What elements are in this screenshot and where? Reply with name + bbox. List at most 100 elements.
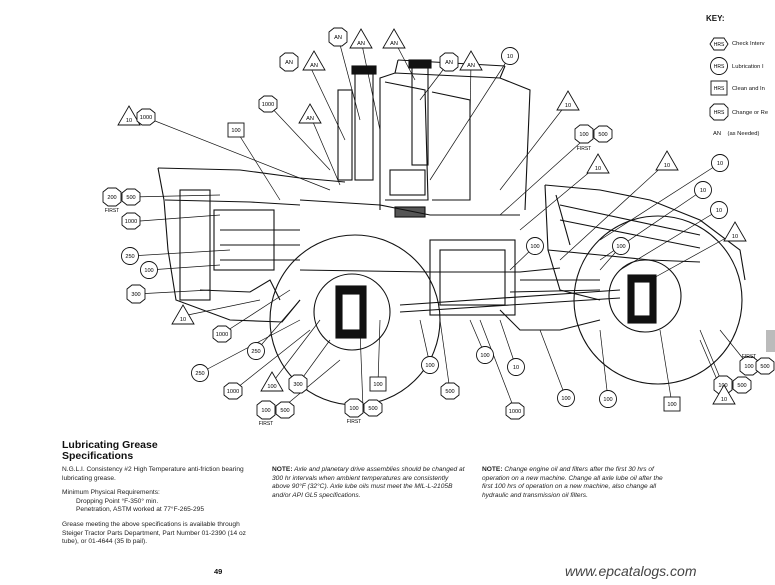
penetration: Penetration, ASTM worked at 77°F-265-295 [76, 506, 204, 514]
callout-an-tri-3: AN [382, 28, 406, 49]
svg-text:100: 100 [579, 132, 588, 138]
callout-100-circ-d: 100 [557, 389, 575, 407]
svg-text:10: 10 [721, 397, 727, 403]
callout-10-tri-b: 10 [117, 105, 141, 126]
page-number: 49 [214, 567, 223, 576]
callout-an-tri-1: AN [349, 28, 373, 49]
svg-text:1000: 1000 [262, 102, 274, 108]
svg-text:100: 100 [616, 244, 625, 250]
callout-10-circ-a: 10 [711, 154, 729, 172]
callout-1000-e: 1000 [223, 382, 243, 400]
callout-an-3: AN [439, 52, 459, 72]
first-label-d: FIRST [347, 419, 361, 425]
key-symbols: HRS HRS HRS HRS [709, 37, 729, 121]
callout-100-circ-e: 100 [599, 390, 617, 408]
callout-10-tri: 10 [556, 90, 580, 111]
svg-text:100: 100 [349, 406, 358, 412]
svg-text:10: 10 [664, 163, 670, 169]
svg-text:100: 100 [530, 244, 539, 250]
axle-note: NOTE: Axle and planetary drive assemblie… [272, 466, 468, 500]
callout-100-first-b: 100 [256, 400, 276, 420]
svg-text:1000: 1000 [227, 389, 239, 395]
svg-text:AN: AN [285, 60, 293, 66]
rear-wheel-rim [313, 273, 391, 351]
grease-spec-column: N.G.L.I. Consistency #2 High Temperature… [62, 466, 252, 553]
section-heading: Lubricating Grease Specifications [62, 440, 158, 462]
callout-250-c: 250 [191, 364, 209, 382]
availability-paragraph: Grease meeting the above specifications … [62, 520, 246, 546]
callout-1000-a: 1000 [258, 95, 278, 113]
heading-line-2: Specifications [62, 450, 134, 462]
callout-an-2: AN [279, 52, 299, 72]
callout-10-tri-d: 10 [655, 150, 679, 171]
svg-text:10: 10 [717, 161, 723, 167]
first-label-b: FIRST [105, 208, 119, 214]
key-change-octagon [709, 103, 729, 121]
callout-500-first-c: 500 [275, 401, 295, 419]
tractor-drawing [129, 36, 750, 412]
svg-text:250: 250 [251, 349, 260, 355]
callout-an-tri-2: AN [302, 50, 326, 71]
page-edge-tab [766, 330, 775, 352]
key-title: KEY: [706, 14, 725, 23]
svg-text:100: 100 [561, 396, 570, 402]
key-lube-circle [710, 57, 728, 75]
callout-100-circ-b: 100 [421, 356, 439, 374]
svg-text:AN: AN [445, 60, 453, 66]
callout-an-tri-4: AN [459, 50, 483, 71]
svg-text:10: 10 [565, 103, 571, 109]
svg-text:100: 100 [667, 402, 676, 408]
axle-note-label: NOTE: [272, 466, 293, 473]
svg-text:10: 10 [126, 118, 132, 124]
front-hood [544, 184, 601, 301]
svg-text:10: 10 [700, 188, 706, 194]
svg-text:100: 100 [231, 128, 240, 134]
engine-oil-note: NOTE: Change engine oil and filters afte… [482, 466, 672, 500]
svg-text:300: 300 [293, 382, 302, 388]
key-label-clean: Clean and In [732, 86, 765, 92]
front-wheel-tire [573, 215, 743, 385]
callout-500-e: 500 [440, 382, 460, 400]
svg-text:500: 500 [280, 408, 289, 414]
callout-10-tri-e: 10 [723, 221, 747, 242]
svg-text:500: 500 [368, 406, 377, 412]
callout-300-a: 300 [126, 284, 146, 304]
callout-500-f: 500 [755, 357, 775, 375]
svg-text:300: 300 [131, 292, 140, 298]
key-check-hex [709, 37, 729, 51]
callout-200-first: 200 [102, 187, 122, 207]
callout-10-tri-c: 10 [586, 153, 610, 174]
callout-300-b: 300 [288, 374, 308, 394]
svg-text:10: 10 [716, 208, 722, 214]
dropping-point: Dropping Point °F-350° min. [76, 497, 159, 505]
svg-text:10: 10 [732, 234, 738, 240]
svg-text:100: 100 [744, 364, 753, 370]
svg-text:AN: AN [390, 41, 398, 47]
callout-10-tri-f: 10 [171, 304, 195, 325]
callout-100-tri-a: 100 [260, 371, 284, 392]
svg-text:10: 10 [513, 365, 519, 371]
callout-100-circ-f: 100 [526, 237, 544, 255]
svg-text:500: 500 [126, 195, 135, 201]
callout-500-first-a: 500 [593, 125, 613, 143]
tractor-lubrication-diagram: HRS HRS HRS HRS [102, 27, 775, 427]
callout-10-circ-c: 10 [710, 201, 728, 219]
svg-text:10: 10 [507, 54, 513, 60]
svg-text:200: 200 [107, 195, 116, 201]
svg-text:1000: 1000 [125, 219, 137, 225]
svg-text:1000: 1000 [509, 409, 521, 415]
callout-500-g: 500 [732, 376, 752, 394]
svg-text:250: 250 [195, 371, 204, 377]
svg-text:10: 10 [595, 166, 601, 172]
key-label-change: Change or Re [732, 110, 769, 116]
svg-text:500: 500 [598, 132, 607, 138]
svg-text:1000: 1000 [216, 332, 228, 338]
engine-note-label: NOTE: [482, 466, 503, 473]
svg-text:AN: AN [310, 63, 318, 69]
key-as-needed: AN (as Needed) [713, 131, 759, 137]
callout-100-first-c: 100 [344, 398, 364, 418]
key-code-1: HRS [714, 42, 725, 48]
callout-100-circ-c: 100 [476, 346, 494, 364]
callout-1000-b: 1000 [136, 108, 156, 126]
